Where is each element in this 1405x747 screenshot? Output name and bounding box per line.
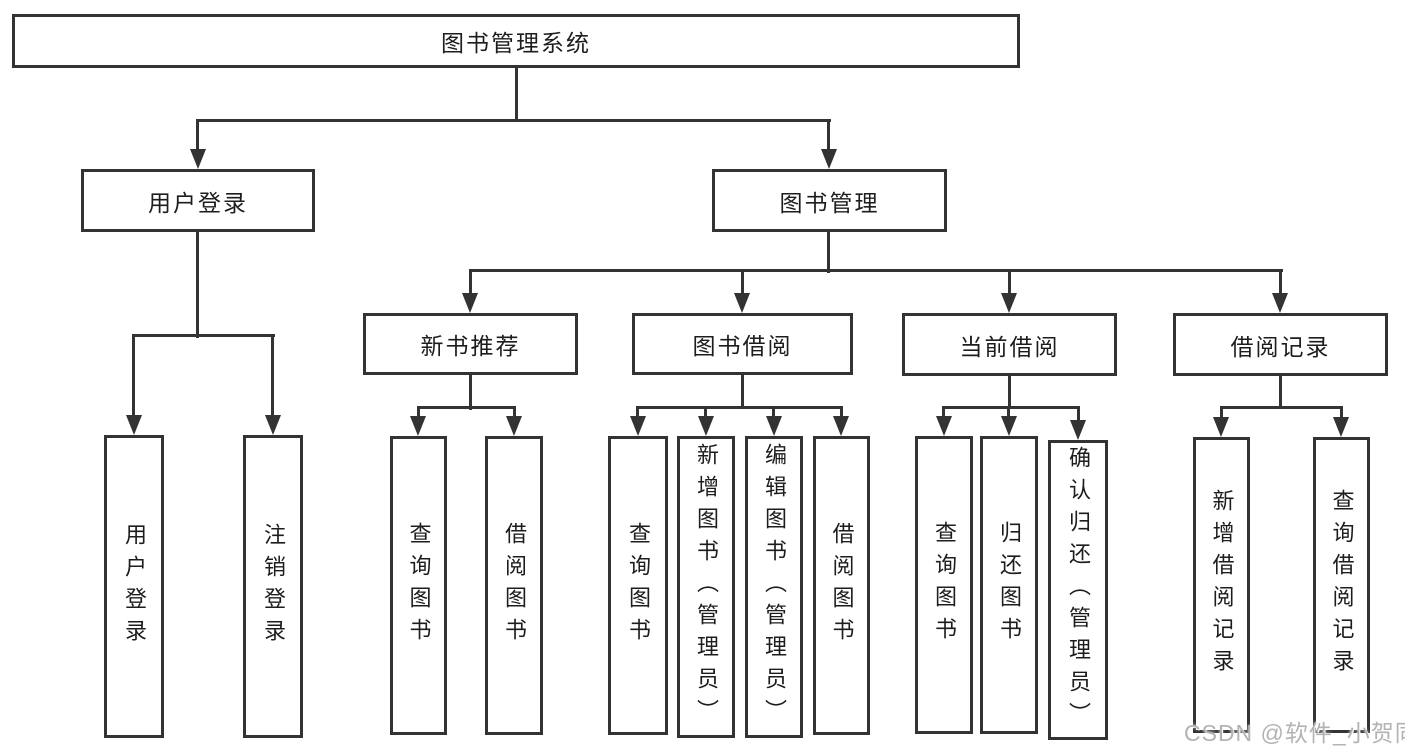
node-new-book-recommend: 新书推荐 (363, 313, 578, 375)
connector-line (515, 68, 518, 122)
node-label: 借阅记录 (1230, 333, 1331, 360)
leaf-label: 查询图书 (626, 521, 651, 650)
node-book-borrowing: 图书借阅 (632, 313, 853, 375)
leaf-label: 注销登录 (261, 522, 286, 651)
leaf-label: 查询图书 (932, 521, 957, 649)
leaf-label: 用户登录 (122, 522, 147, 651)
arrow-down-icon (410, 416, 426, 436)
connector-line (1220, 406, 1223, 420)
leaf-label: 编辑图书（管理员） (762, 443, 787, 731)
leaf-user-login: 用户登录 (104, 435, 164, 738)
node-label: 新书推荐 (420, 333, 521, 359)
leaf-add-book-admin: 新增图书（管理员） (677, 436, 735, 738)
connector-line (741, 269, 744, 296)
connector-line (636, 406, 843, 409)
connector-line (417, 406, 420, 419)
arrow-down-icon (1272, 293, 1288, 313)
watermark-text: CSDN @软件_小贺同学 (1184, 720, 1405, 746)
arrow-down-icon (698, 416, 714, 436)
leaf-label: 新增图书（管理员） (694, 443, 719, 731)
leaf-borrow-books-borrowing: 借阅图书 (813, 436, 870, 735)
connector-line (827, 119, 830, 152)
node-label: 当前借阅 (959, 333, 1060, 360)
arrow-down-icon (506, 416, 522, 436)
connector-line (942, 406, 1080, 409)
arrow-down-icon (265, 415, 281, 435)
connector-line (704, 406, 707, 419)
connector-line (513, 406, 516, 419)
arrow-down-icon (1001, 293, 1017, 313)
connector-line (1220, 406, 1343, 409)
connector-line (741, 375, 744, 409)
node-label: 图书管理 (779, 189, 880, 216)
leaf-label: 借阅图书 (829, 521, 855, 650)
connector-line (132, 334, 275, 337)
arrow-down-icon (190, 149, 206, 169)
connector-line (1077, 406, 1080, 423)
arrow-down-icon (462, 293, 478, 313)
leaf-logout: 注销登录 (243, 435, 303, 738)
arrow-down-icon (630, 416, 646, 436)
connector-line (636, 406, 639, 419)
arrow-down-icon (821, 149, 837, 169)
leaf-label: 确认归还（管理员） (1066, 446, 1091, 734)
leaf-query-books-current: 查询图书 (915, 436, 973, 734)
node-book-management-system: 图书管理系统 (12, 14, 1020, 68)
connector-line (469, 375, 472, 410)
connector-line (1008, 376, 1011, 409)
arrow-down-icon (936, 416, 952, 436)
connector-line (1279, 376, 1282, 409)
leaf-label: 归还图书 (997, 521, 1022, 649)
connector-line (840, 406, 843, 419)
leaf-query-books-recommend: 查询图书 (390, 436, 447, 735)
connector-line (1008, 269, 1011, 296)
leaf-label: 借阅图书 (502, 521, 527, 650)
arrow-down-icon (833, 416, 849, 436)
connector-line (271, 334, 274, 417)
connector-line (1007, 406, 1010, 419)
leaf-label: 查询图书 (406, 521, 432, 650)
leaf-edit-book-admin: 编辑图书（管理员） (745, 436, 803, 738)
connector-line (942, 406, 945, 419)
node-book-management: 图书管理 (712, 169, 947, 232)
leaf-add-borrow-record: 新增借阅记录 (1193, 437, 1250, 733)
node-label: 图书管理系统 (441, 30, 591, 56)
leaf-label: 新增借阅记录 (1209, 489, 1235, 681)
node-borrowing-records: 借阅记录 (1173, 313, 1388, 376)
connector-line (1279, 269, 1282, 296)
leaf-confirm-return-admin: 确认归还（管理员） (1048, 440, 1108, 740)
connector-line (469, 269, 472, 296)
node-label: 图书借阅 (692, 333, 793, 359)
connector-line (196, 232, 199, 338)
node-label: 用户登录 (148, 189, 248, 216)
connector-line (197, 119, 831, 122)
leaf-query-books-borrowing: 查询图书 (608, 436, 668, 735)
leaf-label: 查询借阅记录 (1329, 489, 1355, 681)
connector-line (1340, 406, 1343, 420)
connector-line (469, 269, 1283, 272)
node-current-borrowing: 当前借阅 (902, 313, 1117, 376)
leaf-query-borrow-record: 查询借阅记录 (1313, 437, 1370, 733)
leaf-borrow-books-recommend: 借阅图书 (485, 436, 543, 735)
connector-line (132, 334, 135, 417)
connector-line (772, 406, 775, 419)
arrow-down-icon (126, 415, 142, 435)
arrow-down-icon (1070, 420, 1086, 440)
connector-line (417, 406, 516, 409)
connector-line (196, 119, 199, 152)
arrow-down-icon (1213, 417, 1229, 437)
arrow-down-icon (766, 416, 782, 436)
node-user-login: 用户登录 (81, 169, 315, 232)
arrow-down-icon (1001, 416, 1017, 436)
arrow-down-icon (734, 293, 750, 313)
connector-line (827, 232, 830, 273)
arrow-down-icon (1333, 417, 1349, 437)
leaf-return-book: 归还图书 (980, 436, 1038, 734)
